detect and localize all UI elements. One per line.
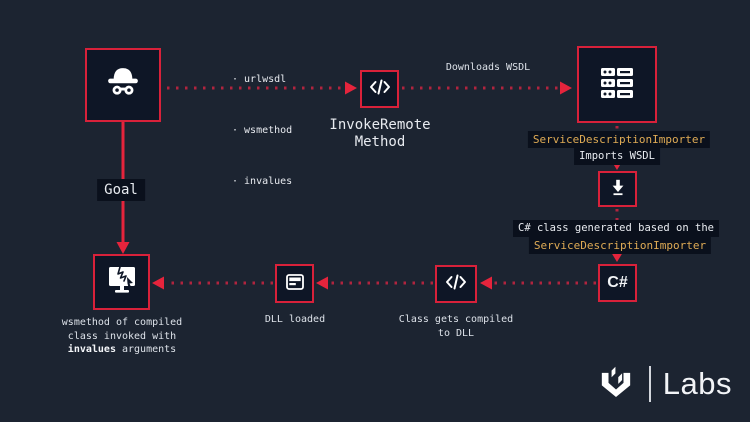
target-caption-line2: class invoked with <box>67 330 177 342</box>
target-caption-line3: invalues arguments <box>62 343 182 357</box>
csharp-generated-importer-chip: ServiceDescriptionImporter <box>528 237 712 254</box>
arrowhead-target <box>152 276 164 290</box>
csharp-label: C# <box>607 274 628 291</box>
server-rack-icon <box>598 64 636 106</box>
goal-label: Goal <box>97 179 145 201</box>
compile-node <box>435 265 477 303</box>
param-item: · wsmethod <box>232 125 293 136</box>
arrowhead-goal <box>116 242 130 254</box>
dll-library-icon <box>285 272 305 296</box>
download-arrow-icon <box>609 178 627 200</box>
target-caption-invalues: invalues <box>67 344 116 355</box>
csharp-generated-chip: C# class generated based on the <box>513 220 719 237</box>
service-description-importer-chip: ServiceDescriptionImporter <box>527 131 711 148</box>
arrowhead-server <box>560 81 572 95</box>
invoke-method-label: InvokeRemote Method <box>329 117 430 151</box>
invoke-method-node <box>360 70 399 108</box>
incognito-hacker-icon <box>101 61 145 109</box>
brand-logo: Labs <box>595 362 732 406</box>
arrowhead-dll <box>316 276 328 290</box>
code-tag-icon <box>369 77 391 101</box>
invoke-method-line2: Method <box>354 134 406 150</box>
target-machine-node <box>93 254 150 310</box>
compile-caption: Class gets compiled to DLL <box>399 313 513 341</box>
code-tag-icon <box>445 272 467 296</box>
csharp-class-node: C# <box>598 264 637 302</box>
arrowhead-invoke <box>345 81 357 95</box>
param-item: · invalues <box>232 176 293 187</box>
web-server-node <box>577 46 657 123</box>
invoke-method-line1: InvokeRemote <box>329 117 431 133</box>
target-caption: wsmethod of compiled class invoked with … <box>62 316 182 357</box>
target-caption-line1: wsmethod of compiled <box>61 317 183 328</box>
imports-wsdl-chip: Imports WSDL <box>574 148 660 165</box>
param-item: · urlwsdl <box>232 74 287 85</box>
compile-caption-line2: to DLL <box>437 328 475 339</box>
dll-loaded-caption: DLL loaded <box>264 314 326 325</box>
target-caption-arguments: arguments <box>115 344 177 355</box>
import-download-node <box>598 171 637 207</box>
attacker-params-list: · urlwsdl · wsmethod · invalues <box>232 37 292 224</box>
compromised-computer-icon <box>105 263 139 301</box>
brand-labs-label: Labs <box>662 366 732 401</box>
brand-divider <box>648 366 651 402</box>
dll-node <box>275 264 314 303</box>
arrowhead-compile <box>480 276 492 290</box>
attacker-node <box>85 48 161 122</box>
downloads-wsdl-label: Downloads WSDL <box>445 62 531 73</box>
withsecure-logo-icon <box>595 362 637 406</box>
compile-caption-line1: Class gets compiled <box>398 314 514 325</box>
